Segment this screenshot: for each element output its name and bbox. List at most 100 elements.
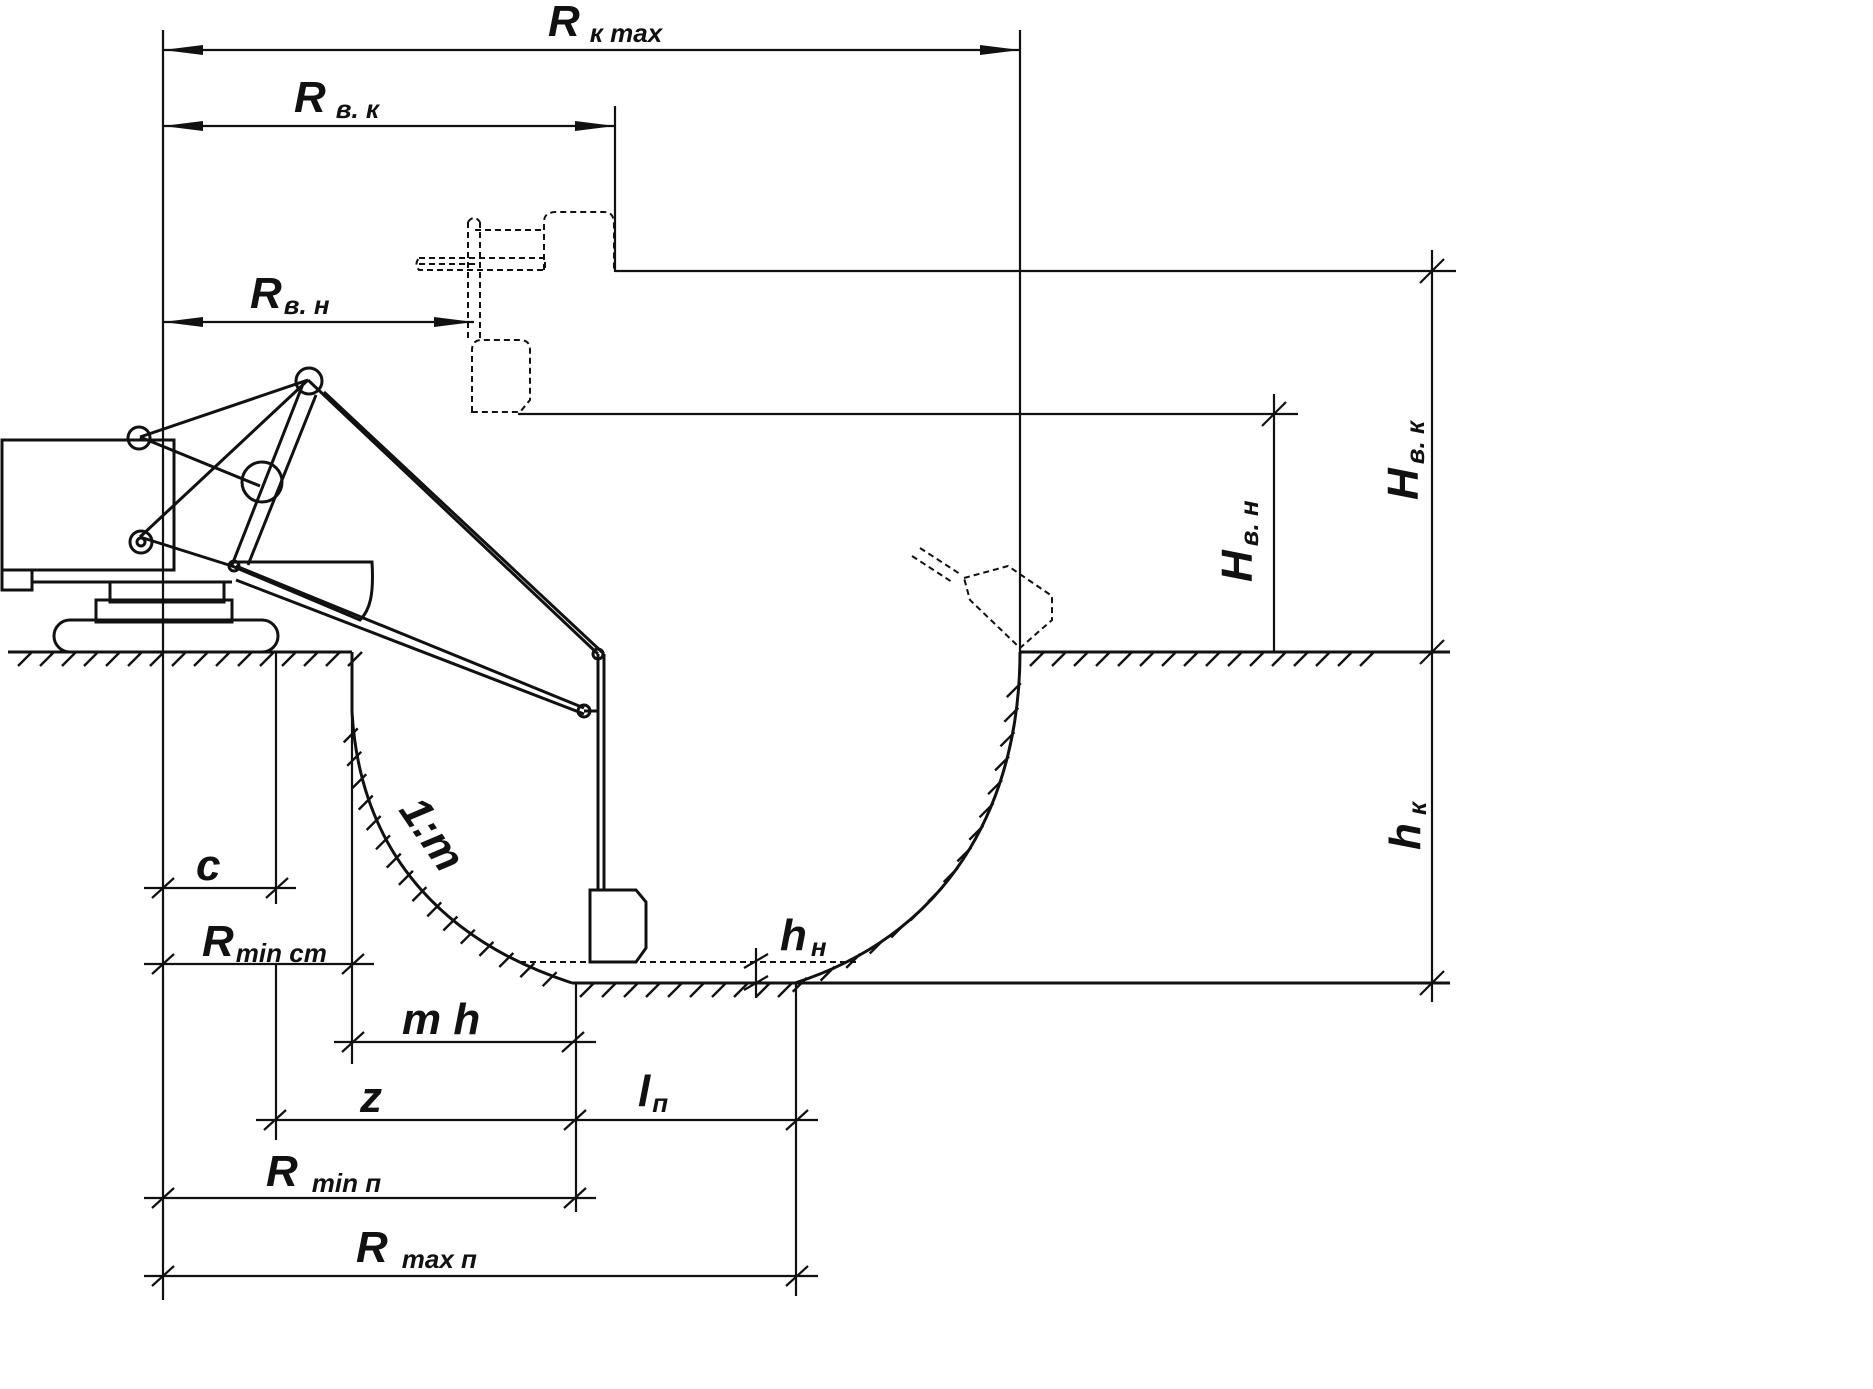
label-h-v-n: Hв. н xyxy=(1213,500,1264,582)
ground-hatch xyxy=(1359,651,1375,667)
ground-hatch xyxy=(149,651,165,667)
ground-hatch xyxy=(711,982,727,998)
ground-hatch xyxy=(1205,651,1221,667)
ground-hatch xyxy=(1029,651,1045,667)
ground-hatch xyxy=(777,982,793,998)
dim-h-n xyxy=(743,948,769,998)
ground-hatch xyxy=(956,846,973,863)
ground-hatch xyxy=(541,971,558,988)
ground-hatch xyxy=(1161,651,1177,667)
ground-hatch xyxy=(868,938,885,955)
ground-hatch xyxy=(346,750,363,767)
stick-end-pin xyxy=(576,703,592,719)
ground-hatch xyxy=(994,755,1010,772)
ground-hatch xyxy=(411,886,428,902)
ground-hatch xyxy=(259,651,275,667)
ground-hatch xyxy=(351,773,368,790)
ground-hatch xyxy=(398,870,414,886)
ground-hatch xyxy=(987,779,1003,796)
ground-hatch xyxy=(1315,651,1331,667)
ground-hatch xyxy=(1337,651,1353,667)
ground-hatch xyxy=(890,922,907,939)
ground-hatch xyxy=(105,651,121,667)
crawler-track xyxy=(52,618,280,654)
excavator xyxy=(0,366,648,964)
ground-hatch xyxy=(303,651,319,667)
ground-hatch xyxy=(39,651,55,667)
ground-hatch xyxy=(281,651,297,667)
ground-hatch xyxy=(1117,651,1133,667)
ground-hatch xyxy=(342,727,359,744)
label-z: z xyxy=(359,1073,382,1122)
ground-hatch xyxy=(968,824,985,841)
heel-pin xyxy=(227,559,241,573)
dim-mh xyxy=(334,712,596,1064)
label-r-v-n: Rв. н xyxy=(250,269,330,320)
ground-hatch xyxy=(689,982,705,998)
pit-outline xyxy=(342,651,1022,993)
ground-hatch xyxy=(978,802,995,819)
ground-hatch xyxy=(1095,651,1111,667)
ground-hatch xyxy=(1073,651,1089,667)
dim-c xyxy=(144,652,296,904)
ground-hatch xyxy=(171,651,187,667)
ground-hatch xyxy=(83,651,99,667)
ground-hatch xyxy=(61,651,77,667)
label-l-p: lп xyxy=(638,1067,668,1118)
ground-hatch xyxy=(478,941,495,957)
ground-hatch xyxy=(459,928,476,945)
counterweight xyxy=(0,568,34,592)
ground-hatch xyxy=(1005,682,1022,698)
boom-foot-pin xyxy=(128,529,154,555)
bucket xyxy=(588,888,648,964)
ground-hatch xyxy=(237,651,253,667)
dim-r-max-p xyxy=(144,1265,818,1287)
ground-hatch xyxy=(498,952,515,968)
label-r-min-st: Rmin cт xyxy=(202,917,327,968)
ground-hatch xyxy=(845,953,862,969)
ground-hatch xyxy=(1183,651,1199,667)
stick-pin xyxy=(591,647,605,661)
boom-top-pin xyxy=(294,366,324,396)
ground-hatch xyxy=(193,651,209,667)
label-h-v-k: Hв. к xyxy=(1379,419,1430,500)
ground-hatch xyxy=(1051,651,1067,667)
ground-hatch xyxy=(999,731,1016,748)
ground-hatch xyxy=(1293,651,1309,667)
ground-hatch xyxy=(1003,706,1020,723)
ground-hatch xyxy=(942,867,959,883)
ground-hatch xyxy=(215,651,231,667)
ground-hatch xyxy=(579,982,595,998)
pit-bottom-line xyxy=(572,981,1450,998)
ground-hatch xyxy=(819,965,836,982)
ground-hatch xyxy=(442,915,459,932)
ground-hatch xyxy=(755,982,771,998)
dim-r-v-k xyxy=(163,106,617,272)
ground-hatch xyxy=(1271,651,1287,667)
ground-hatch xyxy=(347,651,363,667)
label-mh: m h xyxy=(402,995,480,1044)
dim-h-v-n xyxy=(518,394,1298,652)
ground-surface-right xyxy=(1020,650,1450,667)
ground-hatch xyxy=(1227,651,1243,667)
dim-r-min-p xyxy=(144,1187,596,1209)
a-frame-pin xyxy=(126,425,152,451)
dim-r-k-max xyxy=(163,30,1022,652)
ground-hatch xyxy=(733,982,749,998)
ground-hatch xyxy=(365,815,382,831)
ground-hatch xyxy=(927,886,943,903)
ground-hatch xyxy=(645,982,661,998)
saddle-pin xyxy=(240,460,284,504)
dim-h-v-k xyxy=(615,250,1456,1002)
ground-hatch xyxy=(426,901,443,918)
ground-hatch xyxy=(375,834,391,851)
ground-surface-left xyxy=(8,650,363,667)
ground-hatch xyxy=(791,976,808,993)
ground-hatch xyxy=(325,651,341,667)
bucket-unload-positions xyxy=(415,211,1053,650)
